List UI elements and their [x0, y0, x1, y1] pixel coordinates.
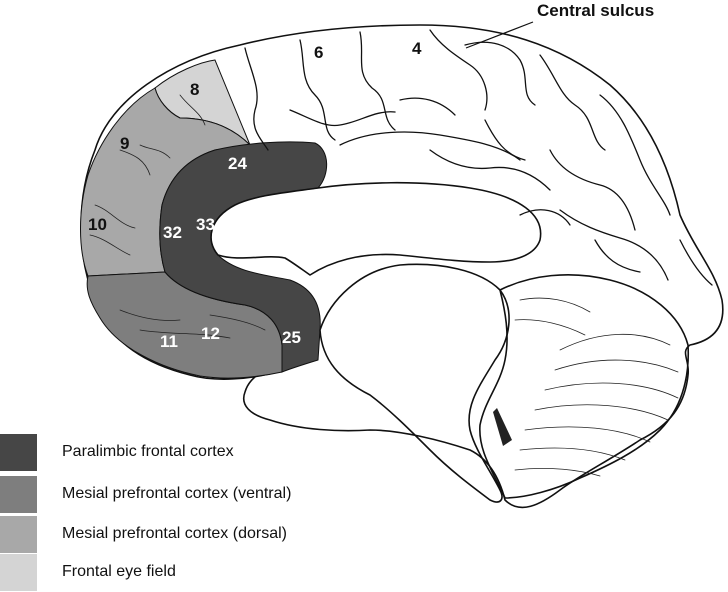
area-label-24: 24 [228, 154, 247, 173]
legend-item: Mesial prefrontal cortex (dorsal) [0, 516, 400, 554]
legend-swatch-mesial-dorsal [0, 516, 37, 553]
central-sulcus-pointer [465, 21, 534, 49]
corpus-callosum [210, 181, 542, 276]
legend-item: Frontal eye field [0, 554, 400, 592]
area-label-33: 33 [196, 215, 215, 234]
region-paralimbic [159, 141, 328, 373]
area-label-32: 32 [163, 223, 182, 242]
area-label-12: 12 [201, 324, 220, 343]
cerebellum [479, 274, 690, 499]
gyral-folds [244, 29, 713, 286]
legend-label: Mesial prefrontal cortex (dorsal) [62, 525, 287, 542]
legend-label: Paralimbic frontal cortex [62, 443, 234, 460]
area-label-9: 9 [120, 134, 129, 153]
central-sulcus-label: Central sulcus [537, 1, 654, 20]
legend-label: Frontal eye field [62, 563, 176, 580]
area-label-6: 6 [314, 43, 323, 62]
legend-label: Mesial prefrontal cortex (ventral) [62, 485, 292, 502]
legend-swatch-mesial-ventral [0, 476, 37, 513]
brainstem [319, 263, 510, 503]
legend-item: Mesial prefrontal cortex (ventral) [0, 476, 400, 514]
area-label-8: 8 [190, 80, 199, 99]
area-label-4: 4 [412, 39, 422, 58]
legend-item: Paralimbic frontal cortex [0, 434, 400, 472]
legend-swatch-frontal-eye-field [0, 554, 37, 591]
area-label-11: 11 [160, 332, 178, 351]
area-label-25: 25 [282, 328, 301, 347]
frontal-sulci [89, 94, 266, 339]
dark-wedge [493, 408, 512, 446]
area-label-10: 10 [88, 215, 107, 234]
legend-swatch-paralimbic [0, 434, 37, 471]
cerebellum-folia [514, 297, 679, 477]
